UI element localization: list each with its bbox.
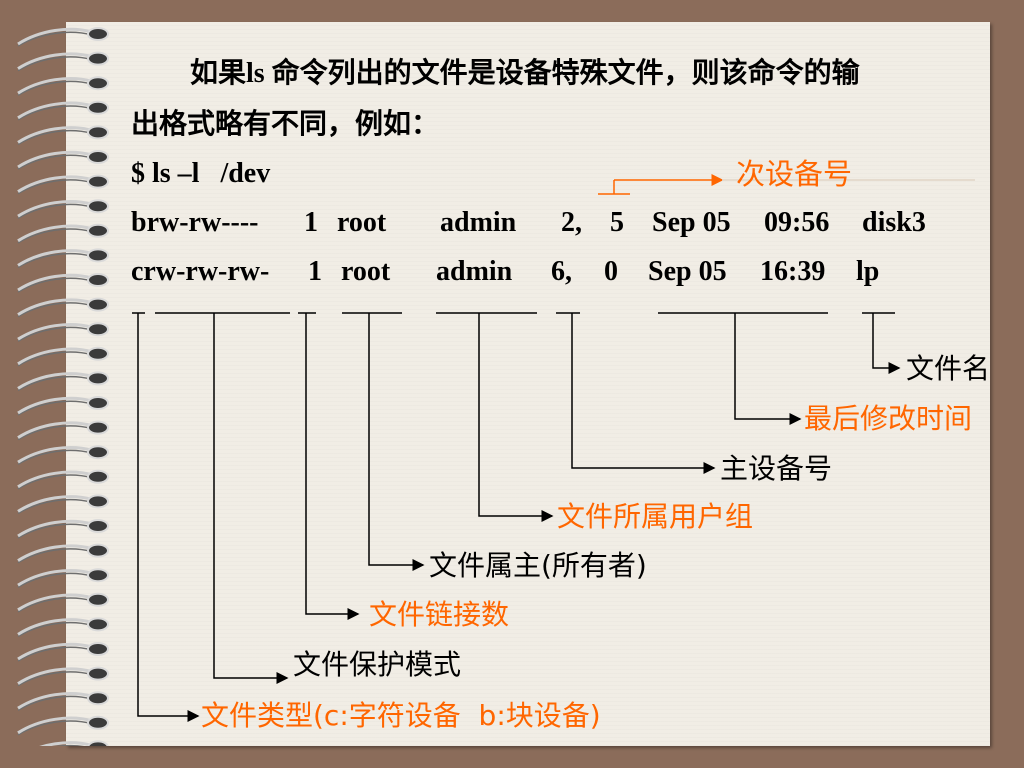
binding-ring xyxy=(17,297,109,318)
row1-links: 1 xyxy=(304,207,318,238)
major-connector xyxy=(571,313,716,474)
protection-connector xyxy=(213,313,289,684)
row1-time: 09:56 xyxy=(764,207,830,238)
paper-page xyxy=(66,22,990,746)
binding-ring xyxy=(17,248,109,269)
label-minor-number: 次设备号 xyxy=(736,157,853,191)
binding-ring xyxy=(17,346,109,367)
row1-owner: root xyxy=(337,207,387,238)
binding-ring xyxy=(17,420,109,441)
mtime-connector xyxy=(734,313,802,425)
intro-line-1: 如果ls 命令列出的文件是设备特殊文件，则该命令的输 xyxy=(190,58,860,89)
file-type-connector xyxy=(137,313,200,722)
binding-ring xyxy=(17,100,109,121)
minor-number-bracket xyxy=(598,174,975,195)
label-file-type: 文件类型(c:字符设备 b:块设备) xyxy=(201,699,601,732)
row1-name: disk3 xyxy=(862,207,926,238)
binding-ring xyxy=(17,51,109,72)
links-connector xyxy=(305,313,360,620)
label-file-name: 文件名 xyxy=(906,352,991,385)
binding-ring xyxy=(17,396,109,416)
binding-ring xyxy=(17,715,109,736)
row1-permissions: brw-rw---- xyxy=(131,207,259,238)
binding-ring xyxy=(17,543,109,564)
binding-ring xyxy=(39,740,109,746)
row2-minor: 0 xyxy=(604,256,618,287)
owner-connector xyxy=(368,313,425,571)
binding-ring xyxy=(17,592,109,613)
label-major-number: 主设备号 xyxy=(720,452,833,485)
label-owner-group: 文件所属用户组 xyxy=(557,500,754,533)
binding-ring xyxy=(17,199,109,219)
row1-minor: 5 xyxy=(610,207,624,238)
spiral-binding xyxy=(17,27,109,746)
binding-ring xyxy=(17,174,109,195)
row2-owner: root xyxy=(341,256,391,287)
binding-ring xyxy=(17,371,109,392)
binding-ring xyxy=(17,27,109,47)
row2-date: Sep 05 xyxy=(648,256,727,287)
row1-group: admin xyxy=(440,207,517,238)
binding-ring xyxy=(17,150,109,170)
row2-permissions: crw-rw-rw- xyxy=(131,256,270,287)
row2-group: admin xyxy=(436,256,513,287)
binding-ring xyxy=(17,666,109,687)
binding-ring xyxy=(17,125,109,146)
binding-ring xyxy=(17,469,109,490)
binding-ring xyxy=(17,691,109,711)
group-connector xyxy=(478,313,554,522)
row1-date: Sep 05 xyxy=(652,207,731,238)
intro-line-2: 出格式略有不同，例如： xyxy=(131,109,440,140)
row1-major: 2, xyxy=(561,207,582,238)
binding-ring xyxy=(17,617,109,638)
binding-ring xyxy=(17,76,109,96)
label-link-count: 文件链接数 xyxy=(369,598,510,631)
binding-ring xyxy=(17,223,109,244)
row2-major: 6, xyxy=(551,256,572,287)
binding-ring xyxy=(17,568,109,588)
label-last-modified: 最后修改时间 xyxy=(804,402,973,435)
command-line: $ ls –l /dev xyxy=(131,158,271,189)
label-owner: 文件属主(所有者) xyxy=(429,549,647,582)
binding-ring xyxy=(17,519,109,539)
binding-ring xyxy=(17,273,109,293)
row2-links: 1 xyxy=(308,256,322,287)
binding-ring xyxy=(17,445,109,465)
row2-name: lp xyxy=(856,256,880,287)
label-protection-mode: 文件保护模式 xyxy=(293,648,462,681)
binding-ring xyxy=(17,322,109,342)
binding-ring xyxy=(17,642,109,662)
binding-ring xyxy=(17,494,109,515)
name-connector xyxy=(872,313,901,374)
row2-time: 16:39 xyxy=(760,256,826,287)
